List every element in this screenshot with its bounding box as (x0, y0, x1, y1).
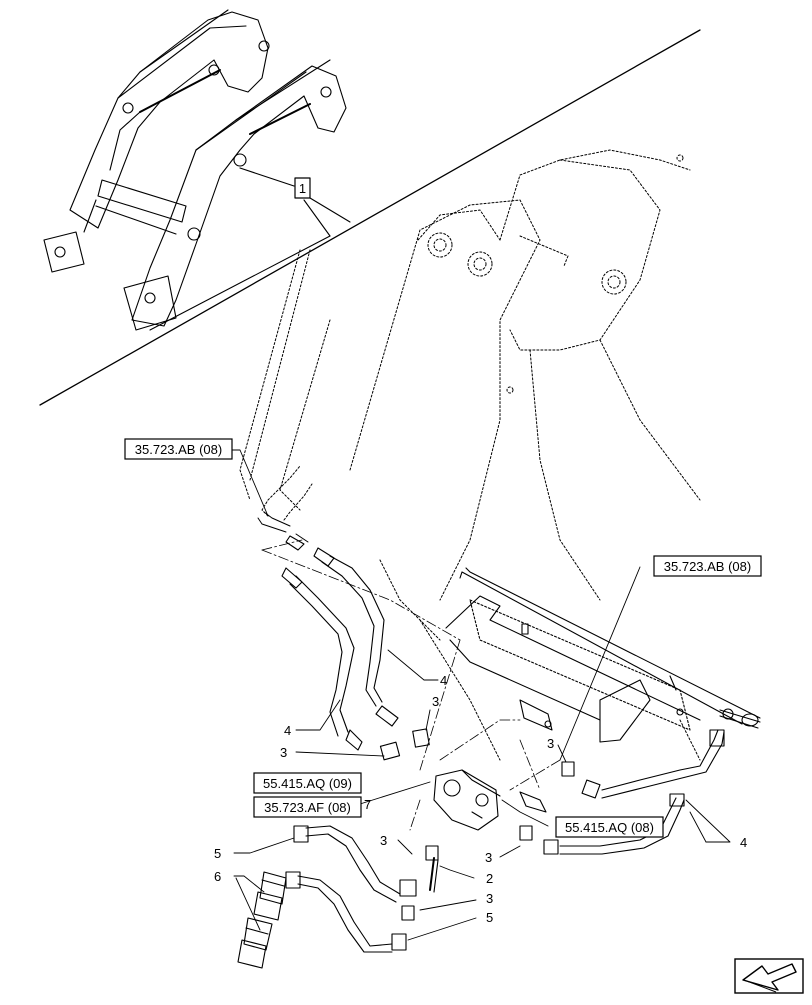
upper-pipes-drawing (257, 465, 313, 543)
loader-frame-drawing (43, 9, 347, 331)
callout-3-valve[interactable]: 3 (380, 833, 387, 848)
valve-block-drawing (425, 769, 547, 893)
callout-4-right[interactable]: 4 (740, 835, 747, 850)
right-hoses-drawing (519, 729, 725, 855)
callout-1-box (294, 177, 311, 199)
callout-3-left[interactable]: 3 (280, 745, 287, 760)
callout-3-bottom[interactable]: 3 (486, 891, 493, 906)
center-lines (261, 539, 561, 831)
callout-4-inner[interactable]: 4 (440, 673, 447, 688)
callout-3-right-top[interactable]: 3 (547, 736, 554, 751)
ref-box-valve-a-label: 55.415.AQ (09) (263, 776, 352, 791)
callout-5-right[interactable]: 5 (486, 910, 493, 925)
callout-3-top[interactable]: 3 (432, 694, 439, 709)
ref-box-valve-b[interactable]: 35.723.AF (08) (253, 796, 362, 818)
left-hoses-drawing (281, 535, 430, 761)
ref-box-valve-b-label: 35.723.AF (08) (264, 800, 351, 815)
loader-tower-drawing (239, 149, 701, 761)
callout-1[interactable]: 1 (299, 181, 306, 196)
ref-box-right-lower[interactable]: 55.415.AQ (08) (555, 816, 664, 838)
ref-box-valve-a[interactable]: 55.415.AQ (09) (253, 772, 362, 794)
callout-7[interactable]: 7 (364, 797, 371, 812)
callout-3-right-low[interactable]: 3 (485, 850, 492, 865)
ref-box-top-left-label: 35.723.AB (08) (135, 442, 222, 457)
callout-4-outer[interactable]: 4 (284, 723, 291, 738)
cylinder-drawing (445, 567, 761, 743)
ref-box-right-lower-label: 55.415.AQ (08) (565, 820, 654, 835)
ref-box-right-label: 35.723.AB (08) (664, 559, 751, 574)
arrow-left-corner-icon[interactable] (734, 958, 804, 994)
callout-5-left[interactable]: 5 (214, 846, 221, 861)
callout-leaders (231, 449, 731, 941)
callout-6[interactable]: 6 (214, 869, 221, 884)
lower-hoses-drawing (237, 825, 417, 969)
ref-box-right[interactable]: 35.723.AB (08) (653, 555, 762, 577)
separator-line (39, 29, 701, 406)
callout-2[interactable]: 2 (486, 871, 493, 886)
ref-box-top-left[interactable]: 35.723.AB (08) (124, 438, 233, 460)
